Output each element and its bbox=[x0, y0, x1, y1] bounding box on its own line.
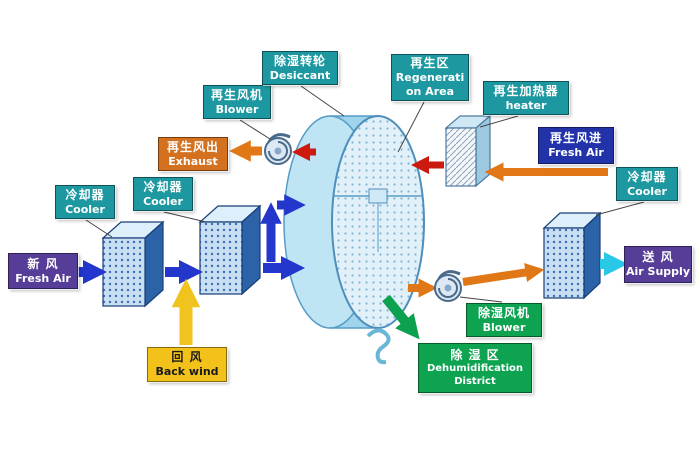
label-back-wind-en: Back wind bbox=[155, 365, 219, 379]
wheel-hub bbox=[368, 188, 388, 204]
label-fresh-air-inlet: 新 风 Fresh Air bbox=[8, 253, 78, 289]
label-back-wind-zh: 回 风 bbox=[171, 350, 203, 365]
label-regen-fresh-air-zh: 再生风进 bbox=[549, 131, 602, 146]
label-regeneration-area-zh: 再生区 bbox=[410, 56, 450, 71]
label-regen-blower: 再生风机 Blower bbox=[203, 85, 271, 119]
label-regeneration-area: 再生区 Regenerati on Area bbox=[391, 54, 469, 101]
label-dehum-district-en1: Dehumidification bbox=[426, 363, 524, 374]
ribbon-icon bbox=[366, 328, 391, 365]
label-regen-blower-zh: 再生风机 bbox=[210, 87, 263, 102]
regen-fan-icon bbox=[264, 133, 292, 165]
label-regen-fresh-air: 再生风进 Fresh Air bbox=[538, 127, 614, 164]
supply-air-arrows bbox=[408, 251, 629, 298]
label-dehum-district-zh: 除 湿 区 bbox=[450, 348, 500, 362]
label-regeneration-area-en2: on Area bbox=[405, 85, 455, 98]
label-cooler-1: 冷却器 Cooler bbox=[55, 185, 115, 219]
dehum-district-arrow bbox=[382, 294, 420, 340]
label-cooler-3-zh: 冷却器 bbox=[627, 169, 667, 184]
cooler-box-2 bbox=[198, 204, 262, 296]
desiccant-wheel bbox=[283, 115, 425, 329]
label-cooler-1-en: Cooler bbox=[65, 202, 105, 216]
label-fresh-air-inlet-zh: 新 风 bbox=[27, 256, 59, 271]
label-cooler-1-zh: 冷却器 bbox=[65, 187, 105, 202]
label-cooler-2-en: Cooler bbox=[143, 194, 183, 208]
label-exhaust-en: Exhaust bbox=[168, 154, 218, 168]
label-desiccant-wheel: 除湿转轮 Desiccant bbox=[262, 51, 338, 85]
label-regen-heater-en: heater bbox=[505, 98, 547, 112]
label-dehum-blower-zh: 除湿风机 bbox=[477, 305, 530, 320]
cooler-box-3 bbox=[542, 211, 602, 300]
label-dehum-district-en2: District bbox=[454, 375, 496, 387]
label-cooler-3: 冷却器 Cooler bbox=[616, 167, 678, 201]
label-regen-heater: 再生加热器 heater bbox=[483, 81, 569, 115]
label-exhaust: 再生风出 Exhaust bbox=[158, 137, 228, 171]
label-regen-blower-en: Blower bbox=[215, 102, 259, 116]
label-cooler-2-zh: 冷却器 bbox=[143, 179, 183, 194]
label-fresh-air-inlet-en: Fresh Air bbox=[15, 271, 71, 285]
dehum-fan-icon bbox=[434, 270, 462, 302]
leader-lines bbox=[85, 85, 645, 303]
label-dehum-blower: 除湿风机 Blower bbox=[466, 303, 542, 337]
label-desiccant-wheel-zh: 除湿转轮 bbox=[273, 53, 326, 68]
label-air-supply-zh: 送 风 bbox=[642, 250, 674, 265]
cooler-box-1 bbox=[101, 220, 165, 308]
regeneration-air-arrows bbox=[229, 140, 608, 182]
label-air-supply: 送 风 Air Supply bbox=[624, 246, 692, 283]
label-cooler-3-en: Cooler bbox=[627, 184, 667, 198]
label-dehum-blower-en: Blower bbox=[482, 320, 526, 334]
label-cooler-2: 冷却器 Cooler bbox=[133, 177, 193, 211]
label-desiccant-wheel-en: Desiccant bbox=[269, 68, 331, 82]
label-regeneration-area-en1: Regenerati bbox=[395, 71, 465, 85]
label-regen-heater-zh: 再生加热器 bbox=[493, 83, 559, 98]
label-dehum-district: 除 湿 区 Dehumidification District bbox=[418, 343, 532, 393]
label-regen-fresh-air-en: Fresh Air bbox=[548, 146, 604, 160]
label-air-supply-en: Air Supply bbox=[626, 265, 690, 279]
label-back-wind: 回 风 Back wind bbox=[147, 347, 227, 382]
label-exhaust-zh: 再生风出 bbox=[166, 139, 219, 154]
